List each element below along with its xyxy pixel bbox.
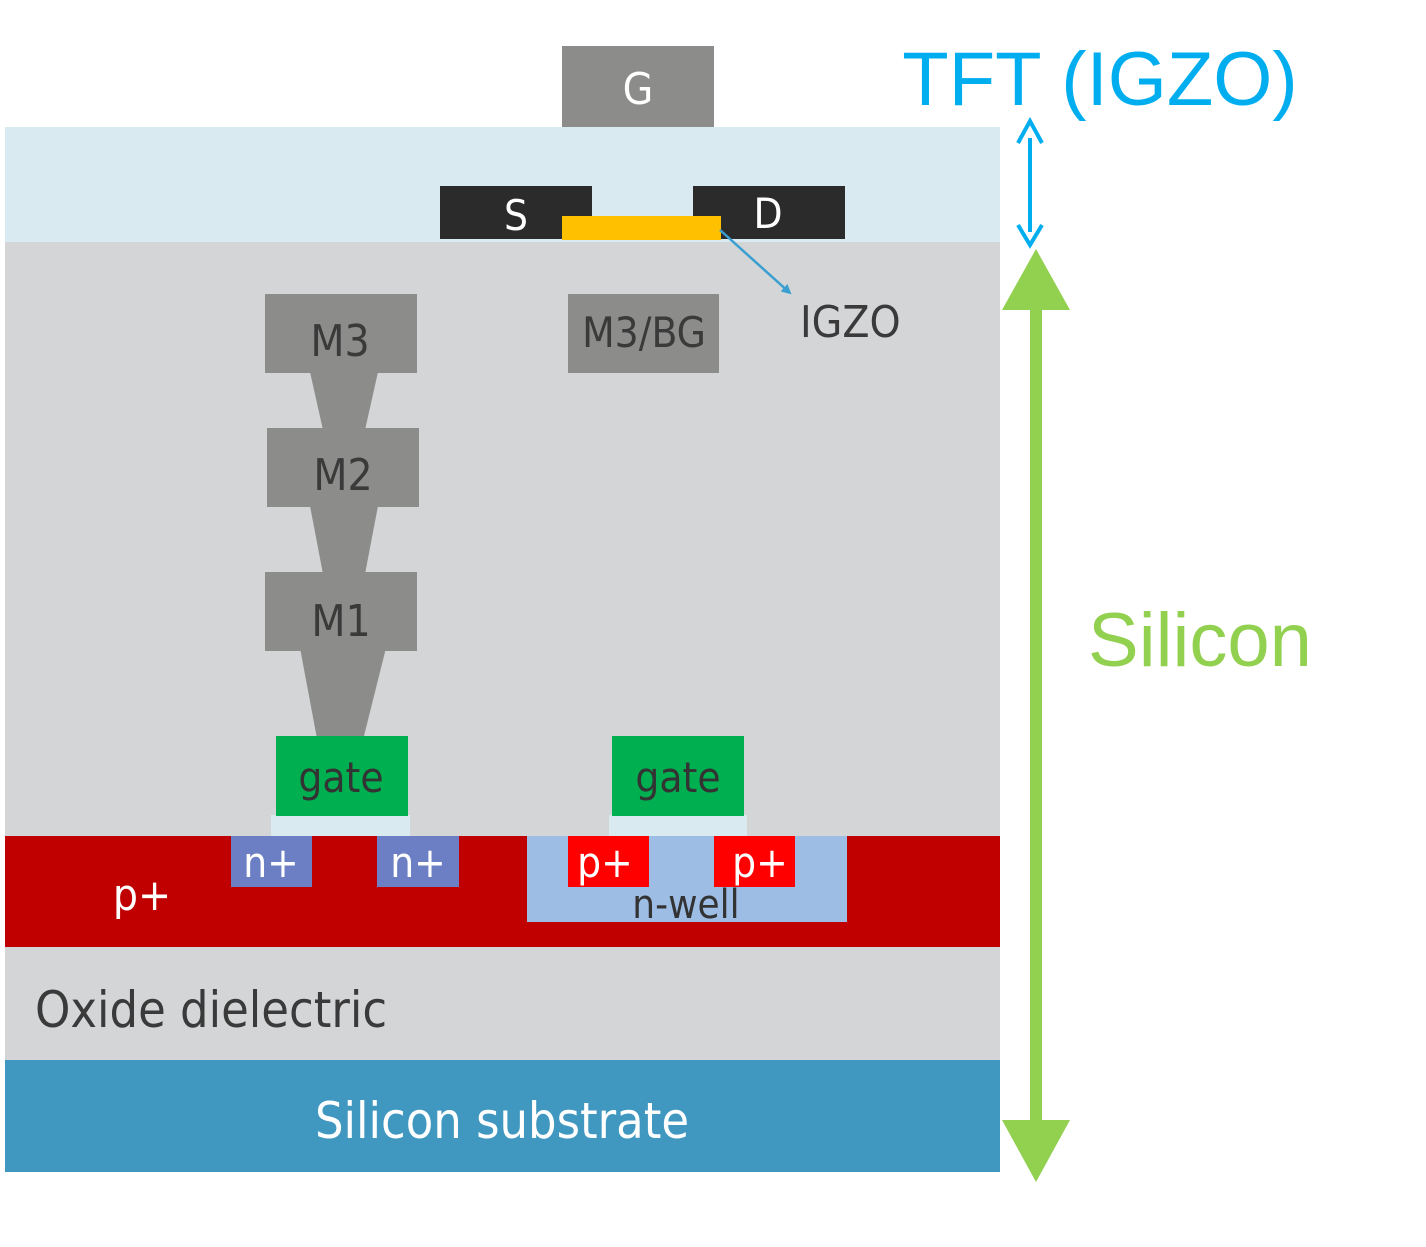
via-m1-gate bbox=[300, 648, 386, 744]
nmos-gate-oxide bbox=[271, 815, 410, 836]
pmos-source-label: p+ bbox=[577, 838, 633, 887]
nmos-drain-diffusion bbox=[377, 836, 459, 887]
silicon-annotation-label: Silicon bbox=[1088, 598, 1312, 683]
oxide-dielectric-layer bbox=[5, 947, 1000, 1060]
nmos-source-label: n+ bbox=[243, 838, 299, 887]
pmos-drain-label: p+ bbox=[732, 838, 788, 887]
n-well-label: n-well bbox=[632, 882, 739, 928]
dielectric-region bbox=[5, 242, 1000, 836]
tft-source-label: S bbox=[504, 191, 528, 240]
nmos-gate-label: gate bbox=[298, 753, 383, 802]
nmos-gate bbox=[276, 736, 408, 816]
metal-m2 bbox=[267, 428, 419, 507]
metal-m3-bg-label: M3/BG bbox=[582, 308, 706, 357]
tft-gate-label: G bbox=[623, 64, 654, 115]
silicon-substrate-label: Silicon substrate bbox=[315, 1092, 689, 1150]
metal-m3 bbox=[265, 294, 417, 373]
pmos-gate bbox=[612, 736, 744, 816]
metal-m1-label: M1 bbox=[311, 596, 370, 647]
metal-m3-bg bbox=[568, 294, 719, 373]
metal-m2-label: M2 bbox=[313, 450, 372, 501]
tft-thickness-arrow bbox=[1016, 116, 1044, 249]
tft-annotation-label: TFT (IGZO) bbox=[902, 37, 1297, 122]
via-m2-m1 bbox=[310, 506, 378, 574]
tft-gate bbox=[562, 46, 714, 127]
silicon-substrate-layer bbox=[5, 1060, 1000, 1172]
pmos-drain-diffusion bbox=[714, 836, 795, 887]
tft-drain-label: D bbox=[753, 189, 782, 238]
silicon-thickness-arrow bbox=[1002, 249, 1070, 1182]
pmos-gate-oxide bbox=[609, 815, 747, 836]
via-m3-m2 bbox=[310, 372, 378, 430]
nmos-drain-label: n+ bbox=[390, 838, 446, 887]
metal-m1 bbox=[265, 572, 417, 651]
igzo-label: IGZO bbox=[800, 297, 901, 348]
pmos-gate-label: gate bbox=[635, 753, 720, 802]
igzo-channel bbox=[562, 216, 721, 240]
p-plus-region-label: p+ bbox=[113, 870, 171, 921]
metal-m3-label: M3 bbox=[310, 316, 369, 367]
oxide-dielectric-label: Oxide dielectric bbox=[35, 981, 387, 1039]
nmos-source-diffusion bbox=[231, 836, 312, 887]
igzo-pointer-arrow bbox=[719, 229, 792, 295]
pmos-source-diffusion bbox=[568, 836, 649, 887]
